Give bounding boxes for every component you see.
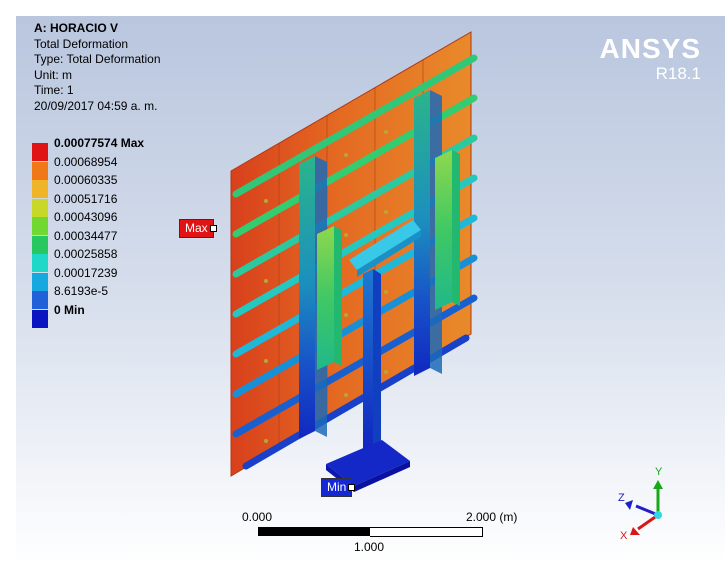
- legend-value-label: 0.00060335: [54, 173, 118, 187]
- max-probe-marker: [209, 225, 217, 232]
- x-axis-arrowhead: [630, 527, 640, 535]
- legend-value-label: 0.00043096: [54, 210, 118, 224]
- logo-brand: ANSYS: [599, 33, 701, 64]
- legend-value-label: 0.00025858: [54, 247, 118, 261]
- legend-value-label: 8.6193e-5: [54, 284, 109, 298]
- right-pad: [435, 150, 460, 310]
- logo-version: R18.1: [655, 64, 701, 83]
- min-probe-marker: [348, 484, 356, 491]
- result-type: Type: Total Deformation: [34, 52, 161, 66]
- legend-value-label: 0.00051716: [54, 191, 118, 206]
- min-probe-label[interactable]: Min: [321, 478, 356, 497]
- z-axis-arrowhead: [625, 500, 633, 510]
- legend-value-label: 0 Min: [54, 302, 85, 317]
- scale-bar: 0.000 2.000 (m) 1.000: [242, 510, 517, 554]
- center-post: [349, 220, 421, 463]
- legend-value-label: 0.00034477: [54, 228, 118, 243]
- legend-color-swatch: [32, 309, 48, 328]
- min-probe-text: Min: [327, 480, 347, 494]
- triad-origin: [654, 511, 662, 519]
- legend-color-swatch: [32, 254, 48, 272]
- legend-color-swatch: [32, 272, 48, 291]
- legend-value-label: 0.00017239: [54, 265, 118, 280]
- scale-bar-white: [370, 527, 483, 537]
- result-info-panel: A: HORACIO V Total Deformation Type: Tot…: [34, 21, 161, 114]
- x-axis-arrow: [637, 513, 659, 531]
- scale-bar-black: [258, 527, 370, 536]
- z-axis-label: Z: [618, 492, 625, 504]
- scale-left-label: 0.000: [242, 510, 273, 524]
- legend-color-swatch: [32, 217, 48, 235]
- result-timestamp: 20/09/2017 04:59 a. m.: [34, 98, 158, 113]
- legend-color-swatch: [32, 143, 48, 161]
- legend-value-label: 0.00068954: [54, 154, 118, 169]
- legend-value-label: 0.00077574 Max: [54, 136, 145, 150]
- max-probe-label[interactable]: Max: [179, 219, 217, 238]
- y-axis-label: Y: [655, 466, 663, 478]
- x-axis-label: X: [620, 530, 628, 542]
- legend-color-swatch: [32, 180, 48, 198]
- coordinate-triad[interactable]: Y Z X: [616, 463, 676, 543]
- result-time: Time: 1: [34, 83, 74, 97]
- legend-color-swatch: [32, 235, 48, 254]
- left-pad: [317, 226, 342, 370]
- ansys-logo: ANSYS R18.1: [600, 34, 701, 83]
- graphics-viewport[interactable]: A: HORACIO V Total Deformation Type: Tot…: [16, 16, 725, 565]
- legend-color-swatch: [32, 161, 48, 180]
- result-title: A: HORACIO V: [34, 21, 118, 35]
- scale-middle-label: 1.000: [354, 540, 385, 554]
- max-probe-text: Max: [185, 221, 208, 235]
- deformation-model[interactable]: [16, 16, 725, 565]
- y-axis-arrowhead: [653, 480, 663, 489]
- scale-right-label: 2.000 (m): [466, 510, 518, 524]
- result-unit: Unit: m: [34, 67, 73, 82]
- legend-color-swatch: [32, 291, 48, 309]
- legend-color-swatch: [32, 198, 48, 217]
- result-name: Total Deformation: [34, 36, 129, 51]
